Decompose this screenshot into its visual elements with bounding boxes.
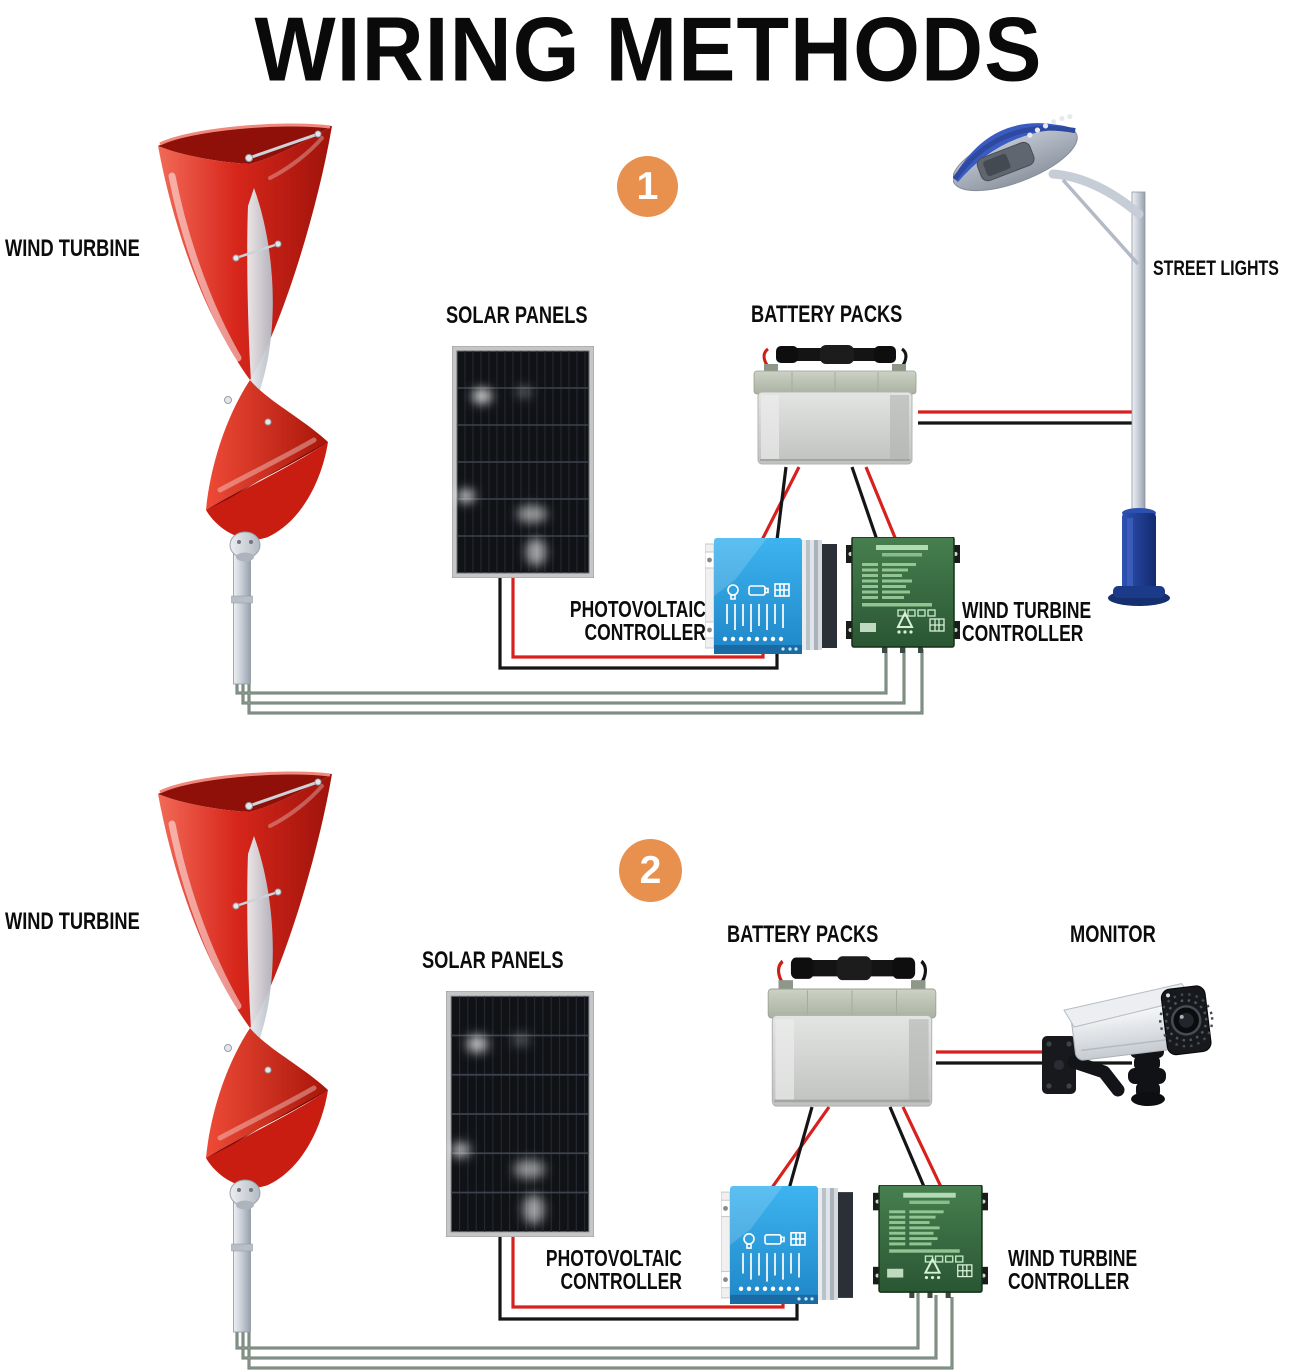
monitor-label: MONITOR bbox=[1070, 921, 1156, 948]
wind-turbine-controller-label-2: WIND TURBINE CONTROLLER bbox=[1008, 1245, 1138, 1294]
wire-black-battery1-wtc1 bbox=[850, 466, 879, 541]
page-title: WIRING METHODS bbox=[254, 0, 1043, 101]
solar-panels-label-2: SOLAR PANELS bbox=[422, 947, 564, 974]
wire-black-battery2-wtc2 bbox=[888, 1106, 927, 1190]
battery-packs-label-1: BATTERY PACKS bbox=[751, 301, 903, 328]
solar-panels-label-1: SOLAR PANELS bbox=[446, 302, 588, 329]
solar-panel-illustration-2 bbox=[446, 991, 594, 1237]
photovoltaic-controller-illustration-2 bbox=[721, 1186, 853, 1304]
street-lights-label: STREET LIGHTS bbox=[1153, 257, 1279, 280]
wind-turbine-illustration-2 bbox=[150, 766, 335, 1211]
wire-black-solar1-pvc1 bbox=[498, 576, 779, 670]
cctv-camera-illustration bbox=[1038, 976, 1230, 1126]
wire-black-battery2-pvc2 bbox=[787, 1106, 814, 1190]
wind-turbine-controller-label-1: WIND TURBINE CONTROLLER bbox=[962, 597, 1092, 646]
wire-red-battery1-wtc1 bbox=[864, 466, 898, 541]
wind-turbine-illustration-1 bbox=[150, 118, 335, 563]
step-1-number: 1 bbox=[636, 164, 659, 208]
wind-turbine-controller-illustration-1 bbox=[846, 537, 960, 653]
step-2-number: 2 bbox=[639, 848, 662, 892]
black-wires bbox=[498, 421, 1140, 1321]
photovoltaic-controller-illustration-1 bbox=[705, 538, 837, 654]
street-light-illustration bbox=[953, 114, 1187, 608]
battery-packs-label-2: BATTERY PACKS bbox=[727, 921, 879, 948]
wind-turbine-controller-illustration-2 bbox=[873, 1185, 988, 1298]
battery-pack-illustration-2 bbox=[764, 955, 940, 1111]
photovoltaic-controller-label-2: PHOTOVOLTAIC CONTROLLER bbox=[546, 1245, 682, 1294]
wind-turbine-label-1: WIND TURBINE bbox=[5, 235, 140, 262]
step-2-badge: 2 bbox=[619, 839, 682, 902]
wire-black-battery1-pvc1 bbox=[775, 466, 788, 541]
wire-red-battery2-wtc2 bbox=[901, 1106, 944, 1190]
photovoltaic-controller-label-1: PHOTOVOLTAIC CONTROLLER bbox=[570, 596, 706, 645]
battery-pack-illustration-1 bbox=[750, 344, 920, 468]
wire-black-solar2-pvc2 bbox=[498, 1236, 799, 1321]
solar-panel-illustration-1 bbox=[452, 346, 594, 578]
wind-turbine-label-2: WIND TURBINE bbox=[5, 908, 140, 935]
step-1-badge: 1 bbox=[617, 156, 678, 217]
